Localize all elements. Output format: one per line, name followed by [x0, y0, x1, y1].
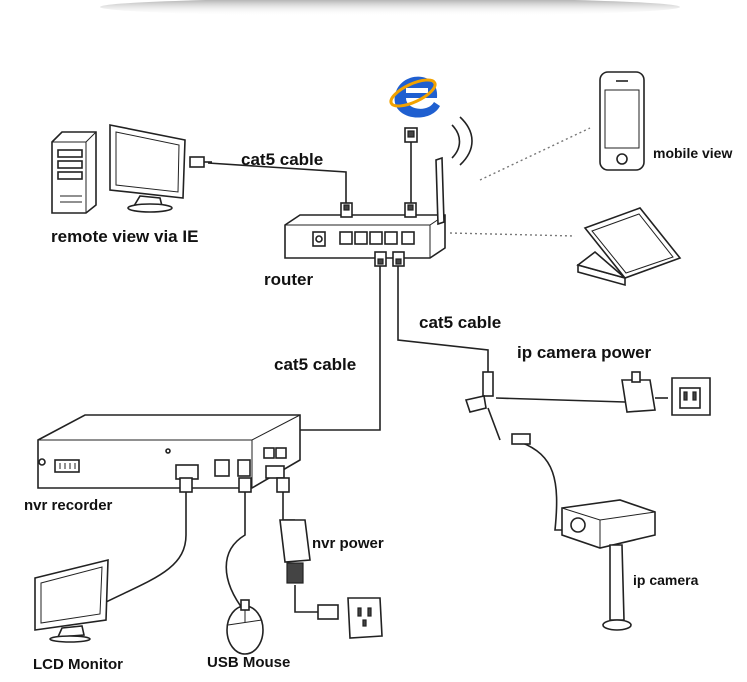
label-ip-camera-power: ip camera power: [517, 343, 652, 362]
ie-cable-plug-icon: [404, 127, 418, 143]
label-remote-view: remote view via IE: [51, 227, 199, 246]
label-nvr-power: nvr power: [312, 535, 384, 552]
label-router: router: [264, 270, 314, 289]
wireless-links: [449, 127, 591, 237]
label-nvr-recorder: nvr recorder: [24, 497, 113, 514]
router-icon: [284, 116, 473, 267]
label-cat5-cable-top: cat5 cable: [241, 150, 324, 169]
internet-explorer-icon: [389, 76, 440, 118]
label-lcd-monitor: LCD Monitor: [33, 656, 123, 673]
usb-mouse-icon: [226, 599, 264, 655]
top-shadow: [100, 0, 680, 16]
nvr-power-adapter-icon: [279, 519, 383, 639]
desktop-pc-icon: [51, 124, 212, 214]
mobile-phone-icon: [599, 71, 645, 171]
nvr-recorder-icon: [37, 414, 301, 493]
lcd-monitor-icon: [34, 558, 109, 643]
label-cat5-cable-right: cat5 cable: [419, 313, 502, 332]
camera-connector-icon: [464, 371, 531, 445]
label-mobile-view: mobile view: [653, 145, 733, 161]
ip-camera-power-adapter-icon: [621, 371, 711, 416]
label-ip-camera: ip camera: [633, 572, 699, 588]
laptop-icon: [576, 207, 682, 287]
label-usb-mouse: USB Mouse: [207, 654, 291, 671]
label-cat5-cable-mid: cat5 cable: [274, 355, 357, 374]
ip-camera-icon: [561, 499, 656, 631]
